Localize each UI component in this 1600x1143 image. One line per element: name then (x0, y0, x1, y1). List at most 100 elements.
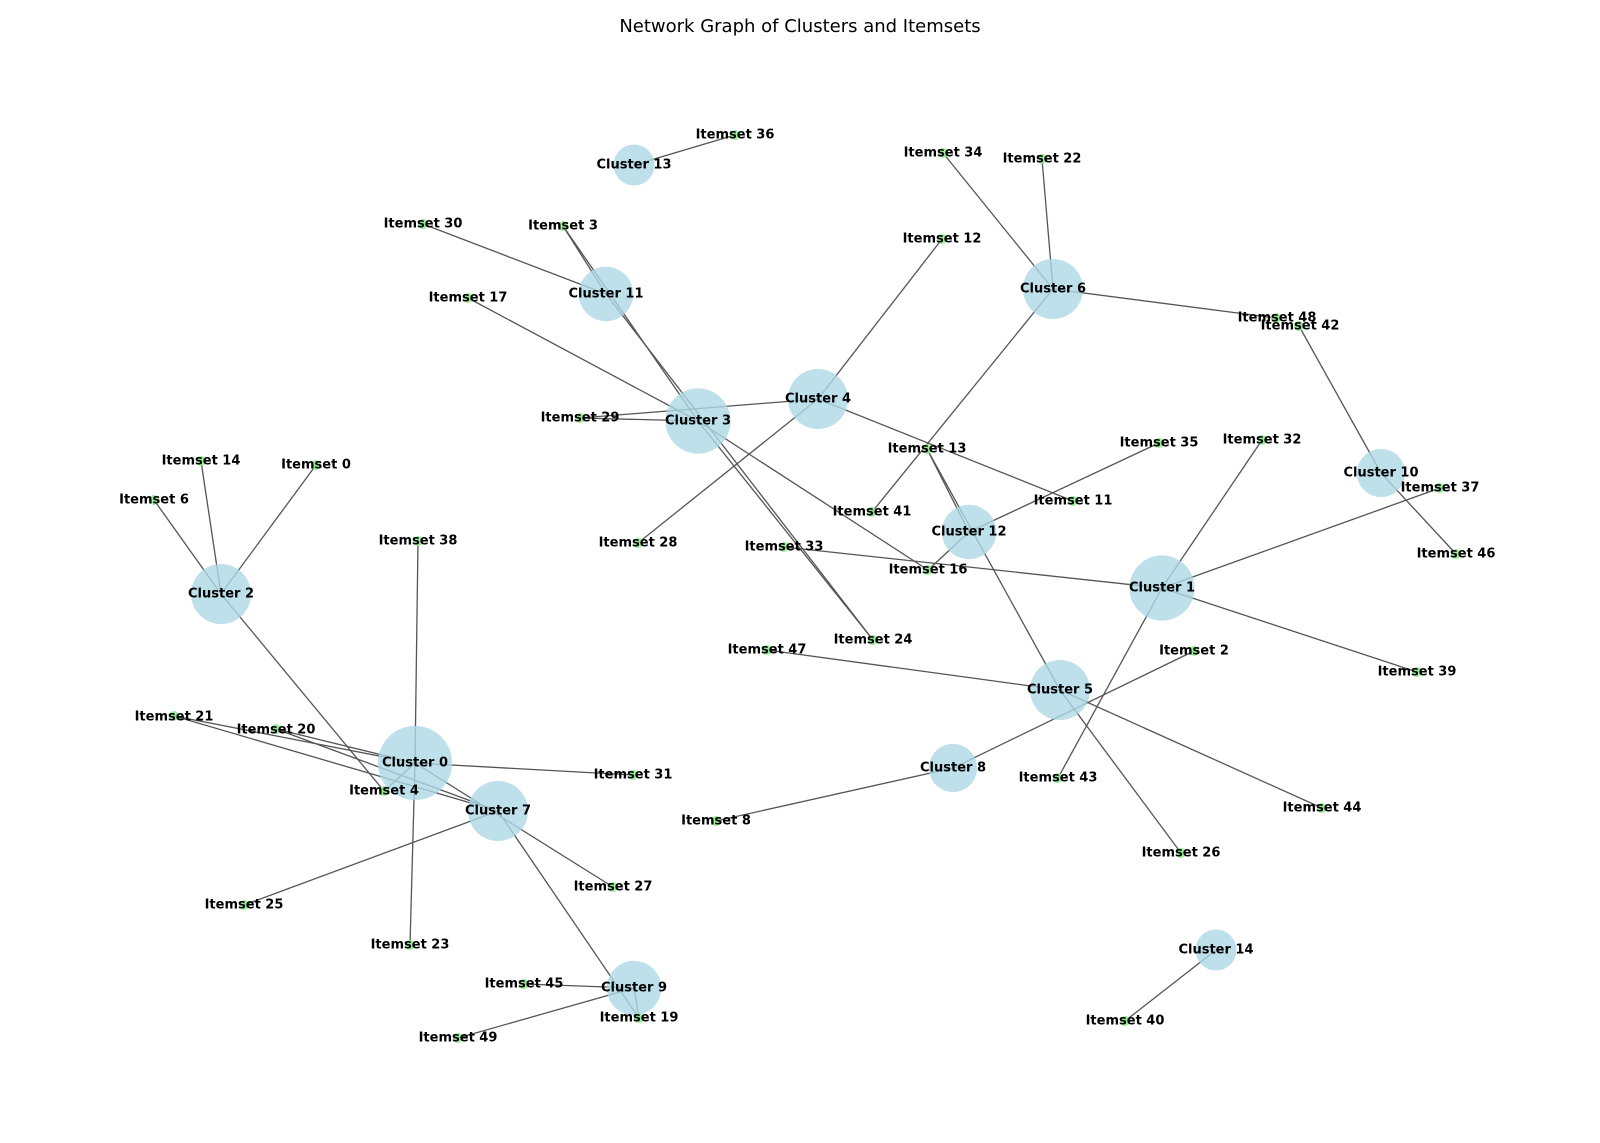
itemset-node (558, 221, 568, 231)
nodes-layer (149, 130, 1461, 1043)
cluster-label: Cluster 9 (601, 981, 667, 996)
cluster-node (1129, 555, 1195, 621)
itemset-label: Itemset 47 (728, 643, 807, 658)
cluster-node (578, 266, 634, 322)
graph-title: Network Graph of Clusters and Itemsets (619, 16, 980, 37)
edge-c1-i43 (1057, 587, 1163, 779)
edge-c4-i11 (817, 398, 1074, 502)
itemset-label: Itemset 34 (904, 146, 983, 161)
cluster-label: Cluster 13 (596, 158, 671, 173)
edge-c4-i28 (637, 398, 819, 544)
itemset-label: Itemset 4 (349, 784, 419, 799)
itemset-node (922, 444, 932, 454)
itemset-node (1451, 549, 1461, 559)
itemset-node (453, 1033, 463, 1043)
cluster-node (377, 725, 453, 801)
edge-c12-i35 (968, 442, 1160, 533)
cluster-label: Cluster 7 (465, 804, 531, 819)
itemset-node (868, 635, 878, 645)
itemset-label: Itemset 13 (888, 442, 967, 457)
itemset-label: Itemset 26 (1142, 846, 1221, 861)
itemset-node (239, 900, 249, 910)
itemset-label: Itemset 36 (696, 128, 775, 143)
cluster-node (665, 388, 731, 454)
itemset-label: Itemset 12 (903, 232, 982, 247)
itemset-node (405, 940, 415, 950)
itemset-label: Itemset 41 (833, 505, 912, 520)
itemset-node (575, 413, 585, 423)
edge-c3-i3 (562, 225, 699, 422)
edge-c7-i21 (173, 715, 499, 812)
itemset-node (938, 148, 948, 158)
itemset-label: Itemset 49 (419, 1031, 498, 1046)
cluster-node (468, 781, 528, 841)
itemset-node (311, 460, 321, 470)
itemset-node (1189, 646, 1199, 656)
itemset-label: Itemset 14 (162, 454, 241, 469)
itemset-node (1120, 1016, 1130, 1026)
cluster-node (788, 369, 848, 429)
itemset-label: Itemset 0 (281, 458, 351, 473)
itemset-label: Itemset 29 (541, 411, 620, 426)
cluster-label: Cluster 14 (1178, 943, 1253, 958)
edge-c11-i24 (605, 293, 874, 641)
edge-c8-i8 (715, 767, 954, 822)
itemset-label: Itemset 22 (1003, 152, 1082, 167)
itemset-node (1068, 496, 1078, 506)
itemset-node (1053, 773, 1063, 783)
itemset-label: Itemset 6 (119, 493, 189, 508)
edge-c5-i26 (1059, 689, 1182, 854)
itemset-label: Itemset 3 (528, 219, 598, 234)
itemset-node (867, 507, 877, 517)
itemset-node (379, 786, 389, 796)
edge-c10-i42 (1298, 325, 1382, 474)
edge-c6-i48 (1052, 288, 1277, 319)
itemset-label: Itemset 2 (1159, 644, 1229, 659)
itemset-node (633, 538, 643, 548)
itemset-node (418, 219, 428, 229)
itemset-label: Itemset 25 (205, 898, 284, 913)
cluster-node (191, 564, 251, 624)
cluster-label: Cluster 5 (1027, 683, 1093, 698)
itemset-label: Itemset 31 (594, 768, 673, 783)
edge-c5-i47 (766, 649, 1061, 691)
itemset-label: Itemset 32 (1223, 433, 1302, 448)
itemset-node (169, 711, 179, 721)
cluster-label: Cluster 0 (382, 756, 448, 771)
edge-c9-i49 (457, 987, 635, 1039)
itemset-node (730, 130, 740, 140)
itemset-node (149, 495, 159, 505)
cluster-node (1030, 660, 1090, 720)
cluster-label: Cluster 6 (1020, 282, 1086, 297)
itemset-node (463, 293, 473, 303)
itemset-node (711, 816, 721, 826)
cluster-label: Cluster 1 (1129, 581, 1195, 596)
itemset-node (413, 536, 423, 546)
edge-c1-i37 (1161, 487, 1441, 589)
itemset-label: Itemset 30 (384, 217, 463, 232)
itemset-node (1317, 803, 1327, 813)
itemset-label: Itemset 40 (1086, 1014, 1165, 1029)
edge-c1-i39 (1161, 587, 1418, 673)
itemset-label: Itemset 44 (1283, 801, 1362, 816)
cluster-label: Cluster 4 (785, 392, 851, 407)
cluster-node (1023, 259, 1083, 319)
itemset-node (779, 542, 789, 552)
itemset-label: Itemset 20 (237, 723, 316, 738)
cluster-label: Cluster 2 (188, 587, 254, 602)
itemset-node (628, 770, 638, 780)
itemset-label: Itemset 33 (745, 540, 824, 555)
edge-c5-i13 (926, 448, 1061, 691)
itemset-node (1412, 667, 1422, 677)
itemset-label: Itemset 42 (1261, 319, 1340, 334)
edge-c7-i25 (243, 810, 499, 906)
itemset-node (519, 979, 529, 989)
itemset-label: Itemset 11 (1034, 494, 1113, 509)
edge-c0-i21 (173, 715, 416, 764)
itemset-label: Itemset 37 (1401, 481, 1480, 496)
edge-c11-i30 (422, 223, 607, 295)
cluster-node (1195, 929, 1237, 971)
itemset-node (762, 645, 772, 655)
cluster-label: Cluster 8 (920, 761, 986, 776)
